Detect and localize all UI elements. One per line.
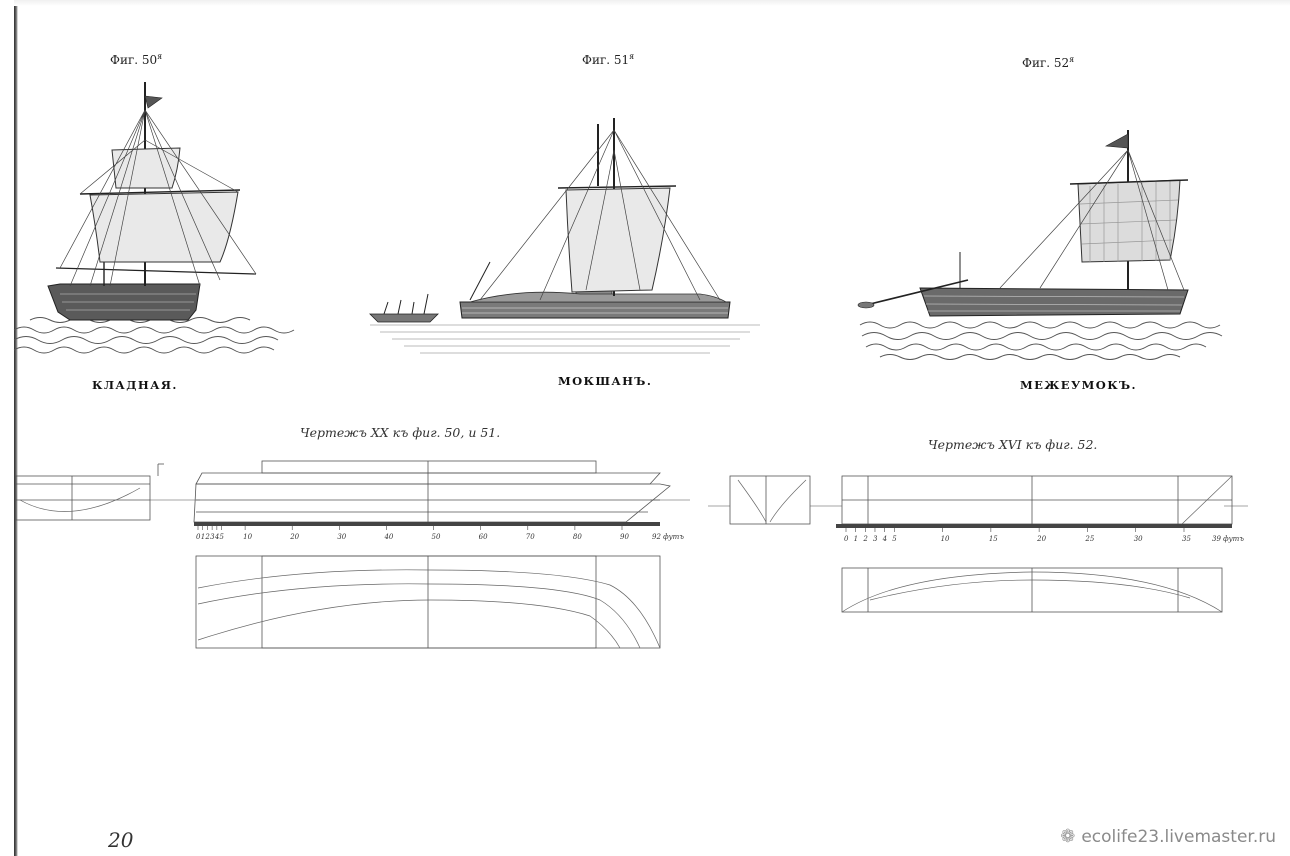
scale-tick-label: 90 bbox=[620, 533, 629, 541]
plate-top-edge bbox=[14, 0, 1290, 6]
scale-tick-label: 3 bbox=[210, 533, 215, 541]
sail-mezheumok bbox=[1077, 179, 1181, 263]
hull-mezheumok bbox=[919, 287, 1189, 317]
fig-50-label: Фиг. 50я bbox=[110, 52, 163, 67]
drawing-xx-title: Чертежъ XX къ фиг. 50, и 51. bbox=[300, 425, 501, 440]
drawing-xvi-title: Чертежъ XVI къ фиг. 52. bbox=[928, 437, 1098, 452]
scale-tick-label: 20 bbox=[1036, 535, 1046, 543]
scale-unit-label: 39 футъ bbox=[1212, 535, 1244, 543]
watermark: ❁ ecolife23.livemaster.ru bbox=[1060, 826, 1276, 847]
scale-tick-label: 4 bbox=[214, 533, 219, 541]
waves-kladnaya bbox=[13, 317, 295, 354]
scale-tick-label: 50 bbox=[432, 533, 441, 541]
scale-tick-label: 0 bbox=[844, 535, 849, 543]
scale-tick-label: 10 bbox=[941, 535, 950, 543]
fig-52-label: Фиг. 52я bbox=[1022, 55, 1075, 70]
scale-tick-label: 1 bbox=[854, 535, 858, 543]
scale-tick-label: 1 bbox=[201, 533, 205, 541]
scale-unit-label: 92 футъ bbox=[652, 533, 684, 541]
plate-left-edge bbox=[14, 0, 18, 856]
sail-mokshan bbox=[565, 187, 671, 293]
scale-tick-label: 25 bbox=[1084, 535, 1094, 543]
ship-name-mokshan: МОКШАНЪ. bbox=[558, 374, 653, 388]
main-sail-kladnaya bbox=[89, 191, 239, 263]
ship-name-kladnaya: КЛАДНАЯ. bbox=[92, 378, 178, 392]
scale-tick-label: 80 bbox=[573, 533, 582, 541]
scale-tick-label: 40 bbox=[383, 533, 393, 541]
scale-tick-label: 60 bbox=[479, 533, 488, 541]
fig-51-label: Фиг. 51я bbox=[582, 52, 635, 67]
scale-tick-label: 5 bbox=[892, 535, 897, 543]
scale-tick-label: 30 bbox=[1134, 535, 1143, 543]
ship-mokshan-illustration bbox=[369, 118, 760, 354]
scale-tick-label: 3 bbox=[873, 535, 878, 543]
scale-tick-label: 2 bbox=[862, 535, 868, 543]
water-mokshan bbox=[370, 324, 760, 354]
ship-name-mezheumok: МЕЖЕУМОКЪ. bbox=[1020, 378, 1137, 392]
watermark-text: ecolife23.livemaster.ru bbox=[1081, 826, 1276, 847]
scale-tick-label: 5 bbox=[220, 533, 225, 541]
scale-tick-label: 0 bbox=[196, 533, 201, 541]
ship-mezheumok-illustration bbox=[857, 130, 1223, 360]
hull-mokshan bbox=[459, 301, 731, 319]
gear-flower-icon: ❁ bbox=[1060, 826, 1076, 847]
ship-kladnaya-illustration bbox=[13, 82, 295, 354]
scale-tick-label: 10 bbox=[243, 533, 252, 541]
waves-mezheumok bbox=[859, 321, 1223, 360]
small-boat bbox=[369, 313, 439, 323]
scale-tick-label: 2 bbox=[204, 533, 210, 541]
page-number: 20 bbox=[108, 828, 134, 852]
scale-tick-label: 30 bbox=[337, 533, 346, 541]
scale-tick-label: 70 bbox=[526, 533, 535, 541]
scale-tick-label: 35 bbox=[1182, 535, 1191, 543]
scale-tick-label: 20 bbox=[289, 533, 299, 541]
scale-tick-label: 4 bbox=[882, 535, 887, 543]
scale-tick-label: 15 bbox=[989, 535, 998, 543]
